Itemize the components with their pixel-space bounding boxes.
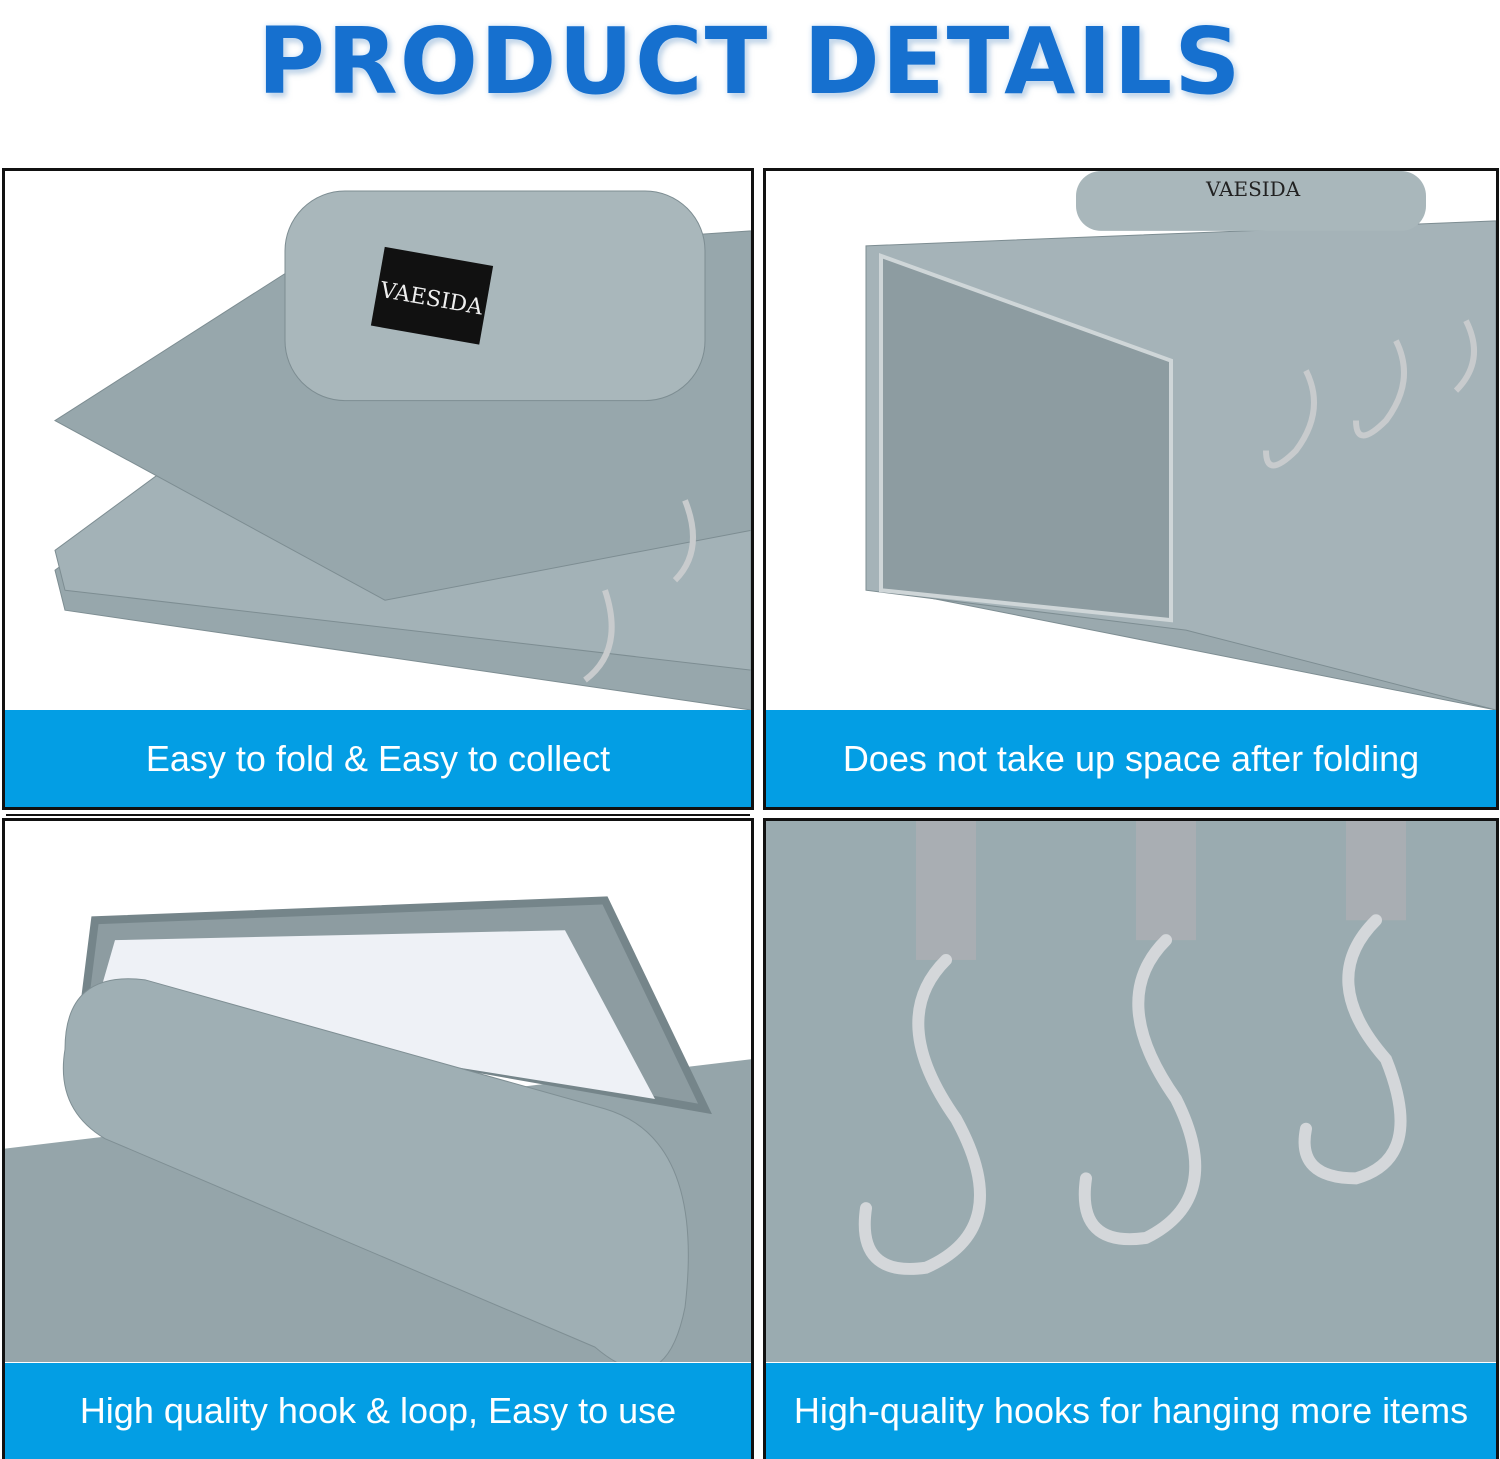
- divider: [6, 814, 750, 816]
- svg-text:VAESIDA: VAESIDA: [1205, 177, 1301, 201]
- panel-fold-collect: VAESIDA Easy to fold & Easy to collect: [2, 168, 754, 810]
- panel-space-saving: VAESIDA Does not take up space after fol…: [763, 168, 1499, 810]
- caption: High quality hook & loop, Easy to use: [5, 1363, 751, 1459]
- folded-organizer-photo: VAESIDA: [5, 171, 751, 710]
- page-title: PRODUCT DETAILS: [257, 8, 1243, 115]
- caption: High-quality hooks for hanging more item…: [766, 1363, 1496, 1459]
- panel-hook-loop: High quality hook & loop, Easy to use: [2, 818, 754, 1459]
- hook-loop-strip-photo: [5, 821, 751, 1362]
- caption: Does not take up space after folding: [766, 710, 1496, 807]
- panel-hooks: High-quality hooks for hanging more item…: [763, 818, 1499, 1459]
- caption: Easy to fold & Easy to collect: [5, 710, 751, 807]
- open-organizer-photo: VAESIDA: [766, 171, 1496, 710]
- s-hooks-photo: [766, 821, 1496, 1362]
